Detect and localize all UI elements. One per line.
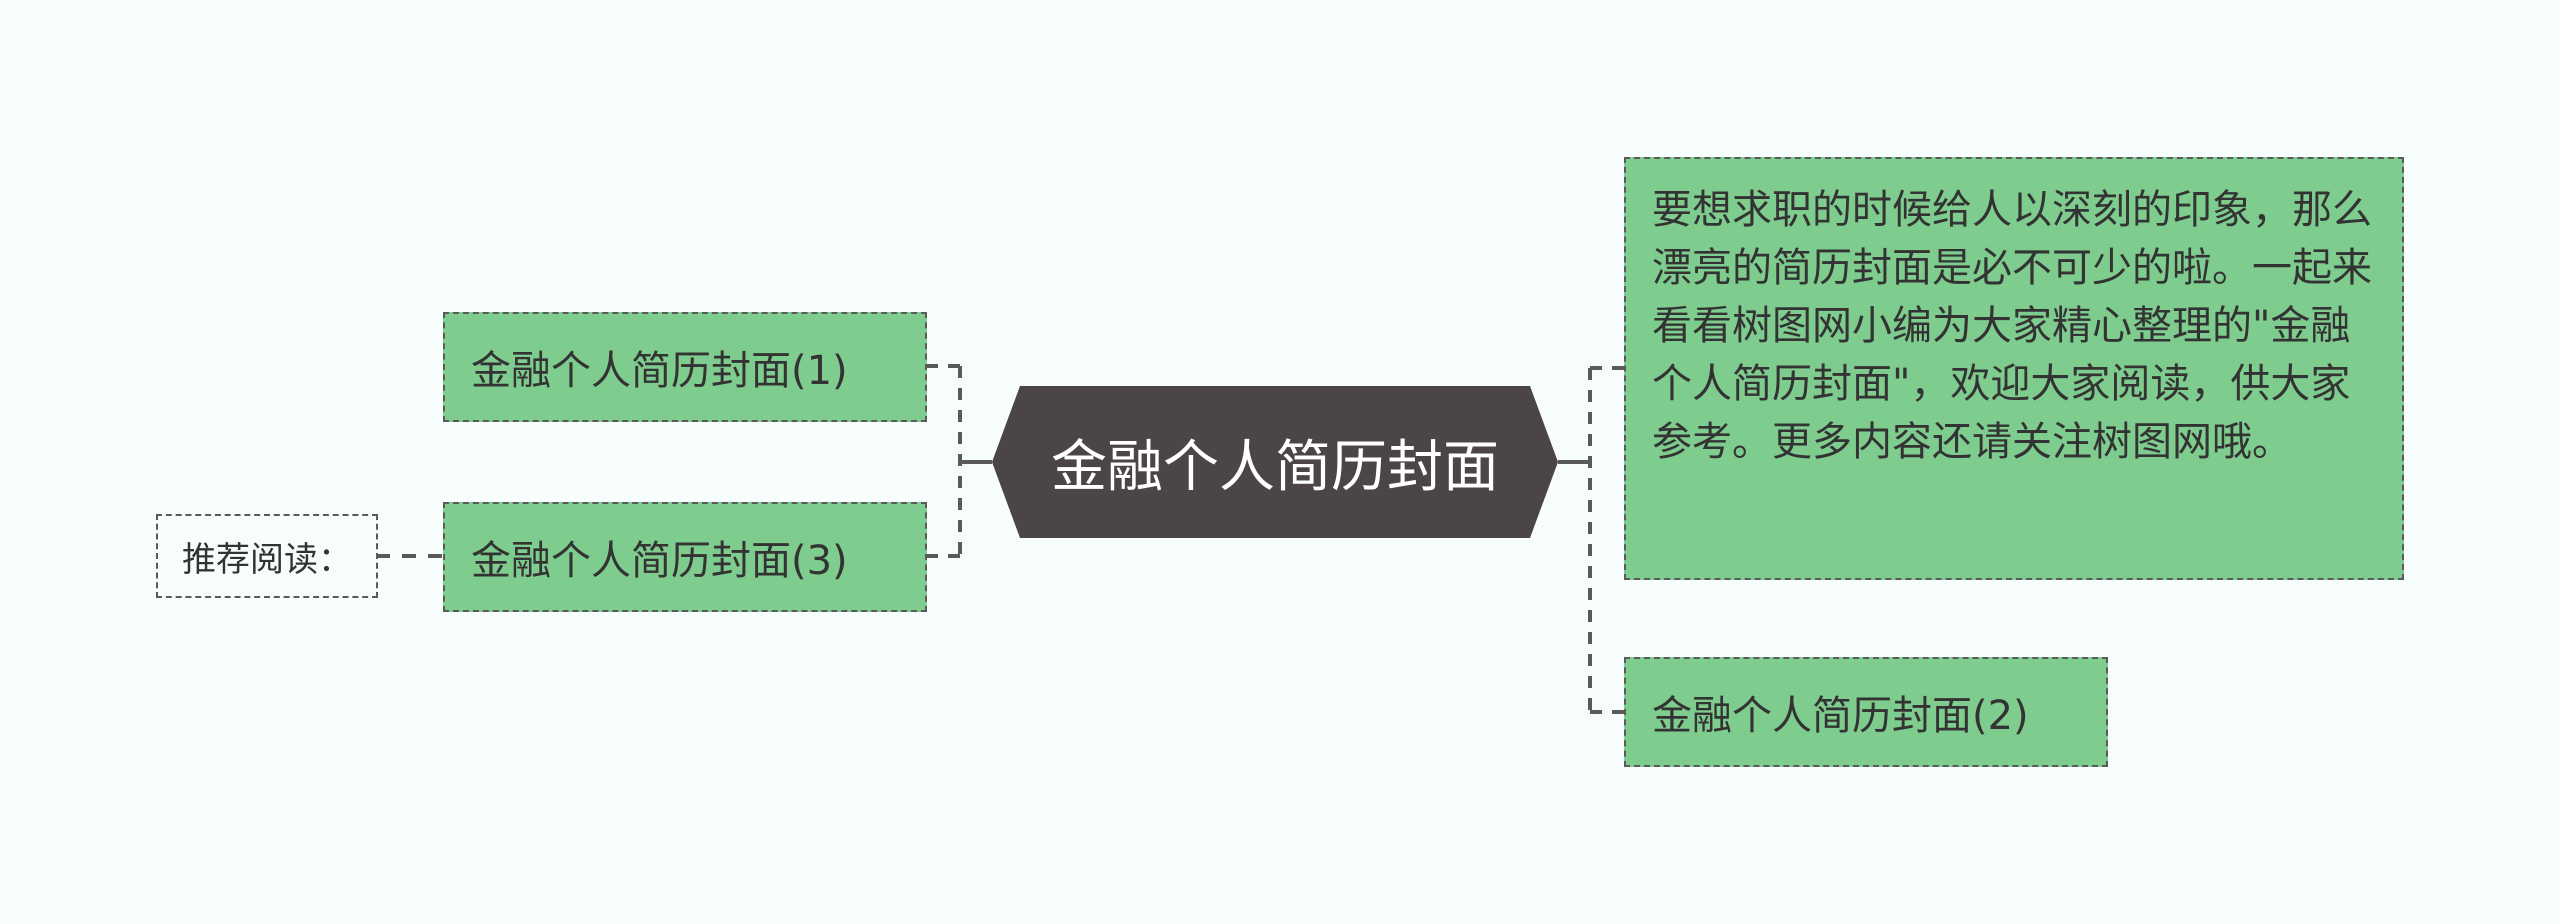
- recommended-reading-label[interactable]: 推荐阅读：: [156, 514, 378, 598]
- central-topic-label: 金融个人简历封面: [1051, 434, 1499, 500]
- description-topic[interactable]: 要想求职的时候给人以深刻的印象，那么漂亮的简历封面是必不可少的啦。一起来看看树图…: [1624, 157, 2404, 580]
- left-connectors: [378, 364, 992, 558]
- right-connectors: [1558, 366, 1624, 714]
- topic-resume-cover-1[interactable]: 金融个人简历封面(1): [443, 312, 927, 422]
- central-node-shape: [992, 386, 1558, 538]
- recommended-reading-text: 推荐阅读：: [182, 539, 352, 580]
- topic-label: 金融个人简历封面(2): [1652, 693, 2029, 739]
- central-topic[interactable]: 金融个人简历封面: [990, 384, 1560, 540]
- description-text: 要想求职的时候给人以深刻的印象，那么漂亮的简历封面是必不可少的啦。一起来看看树图…: [1652, 187, 2372, 465]
- topic-label: 金融个人简历封面(1): [471, 348, 848, 394]
- topic-resume-cover-3[interactable]: 金融个人简历封面(3): [443, 502, 927, 612]
- topic-label: 金融个人简历封面(3): [471, 538, 848, 584]
- topic-resume-cover-2[interactable]: 金融个人简历封面(2): [1624, 657, 2108, 767]
